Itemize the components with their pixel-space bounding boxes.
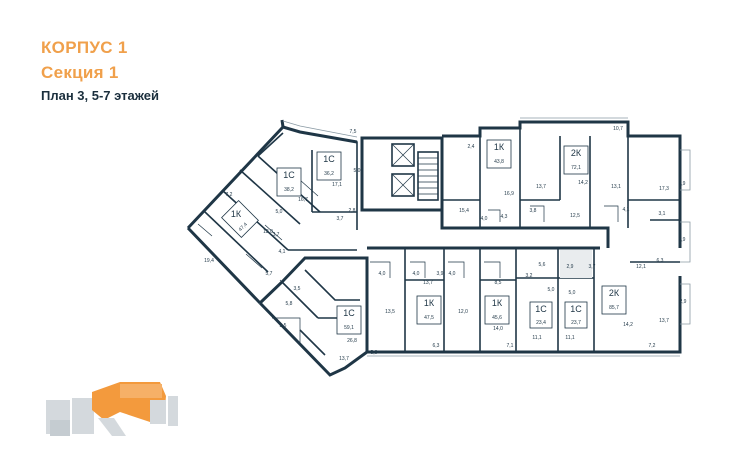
apt-type: 1К [231,209,242,219]
room-area-label: 5,7 [266,271,273,277]
apt-area: 45,6 [492,315,502,321]
room-area-label: 2,9 [679,181,686,187]
room-area-label: 13,5 [385,309,395,315]
room-area-label: 14,2 [623,322,633,328]
room-area-label: 12,5 [570,213,580,219]
room-area-label: 5,0 [276,209,283,215]
room-area-label: 15,4 [459,208,469,214]
room-area-label: 4,1 [623,207,630,213]
room-area-label: 26,8 [347,338,357,344]
apt-area: 47,5 [424,315,434,321]
apt-type: 1С [343,308,355,318]
apt-area: 59,1 [344,325,354,331]
apartment-labels: 1С 36,2 1С 38,2 1К 47,4 1С 59,1 1К 43,8 … [221,139,627,335]
room-area-label: 2,9 [680,299,687,305]
room-area-label: 3,8 [530,208,537,214]
section-title: Секция 1 [41,63,119,82]
apt-type: 1К [424,298,435,308]
room-area-label: 7,1 [507,343,514,349]
room-area-label: 8,5 [495,280,502,286]
apt-type: 2К [571,148,582,158]
room-area-label: 7,2 [649,343,656,349]
room-area-label: 4,0 [449,271,456,277]
apt-type: 1С [283,170,295,180]
apt-area: 72,1 [571,165,581,171]
room-area-label: 16,9 [504,191,514,197]
room-area-label: 3,7 [273,232,280,238]
core [360,136,444,212]
apt-type: 1С [570,304,582,314]
apt-area: 85,7 [609,305,619,311]
room-area-label: 4,3 [501,214,508,220]
room-area-label: 12,0 [458,309,468,315]
building-title: КОРПУС 1 [41,38,128,57]
room-area-label: 2,8 [349,208,356,214]
lower-right-walls [367,246,691,357]
room-area-label: 5,0 [548,287,555,293]
room-area-label: 6,3 [657,258,664,264]
room-area-label: 13,7 [659,318,669,324]
apt-type: 2К [609,288,620,298]
room-area-label: 2,4 [468,144,475,150]
room-area-label: 7,2 [226,192,233,198]
apt-type: 1К [494,142,505,152]
room-area-label: 7,5 [350,129,357,135]
apt-type: 1К [492,298,503,308]
room-area-label: 3,1 [659,211,666,217]
room-area-label: 4,1 [279,249,286,255]
room-area-label: 4,0 [481,216,488,222]
apt-type: 1С [535,304,547,314]
room-area-label: 5,8 [286,301,293,307]
apt-area: 23,4 [536,320,546,326]
room-area-label: 10,7 [613,126,623,132]
room-area-label: 2,9 [567,264,574,270]
room-area-label: 13,7 [423,280,433,286]
room-area-label: 3,5 [280,323,287,329]
room-area-label: 3,7 [337,216,344,222]
room-area-label: 4,0 [379,271,386,277]
room-area-label: 17,3 [659,186,669,192]
room-area-label: 5,9 [371,350,378,356]
room-area-label: 13,1 [611,184,621,190]
room-area-label: 5,0 [354,168,361,174]
room-area-label: 12,0 [263,229,273,235]
room-area-label: 17,1 [332,182,342,188]
room-area-label: 11,1 [565,335,575,341]
apt-area: 36,2 [324,171,334,177]
room-area-label: 5,0 [569,290,576,296]
lower-wing-walls [258,256,369,377]
room-area-label: 13,7 [536,184,546,190]
apt-area: 38,2 [284,187,294,193]
room-area-label: 2,9 [679,237,686,243]
room-area-label: 3,5 [294,286,301,292]
room-area-label: 14,0 [493,326,503,332]
plan-subtitle: План 3, 5-7 этажей [41,88,160,103]
room-area-label: 11,1 [532,335,542,341]
room-area-label: 13,7 [339,356,349,362]
room-area-label: 12,1 [636,264,646,270]
room-area-label: 5,6 [539,262,546,268]
left-wing-walls [186,119,358,305]
upper-right-walls [440,117,691,263]
apt-type: 1С [323,154,335,164]
room-area-label: 4,0 [413,271,420,277]
room-area-label: 3,9 [437,271,444,277]
room-area-label: 19,4 [204,258,214,264]
key-plan-thumbnail [46,382,178,436]
room-area-label: 6,3 [433,343,440,349]
apt-area: 47,4 [238,222,249,233]
room-area-label: 16,7 [298,197,308,203]
apt-area: 23,7 [571,320,581,326]
room-area-label: 14,2 [578,180,588,186]
room-area-label: 3,2 [526,273,533,279]
apt-area: 43,8 [494,159,504,165]
room-area-label: 3,7 [589,264,596,270]
